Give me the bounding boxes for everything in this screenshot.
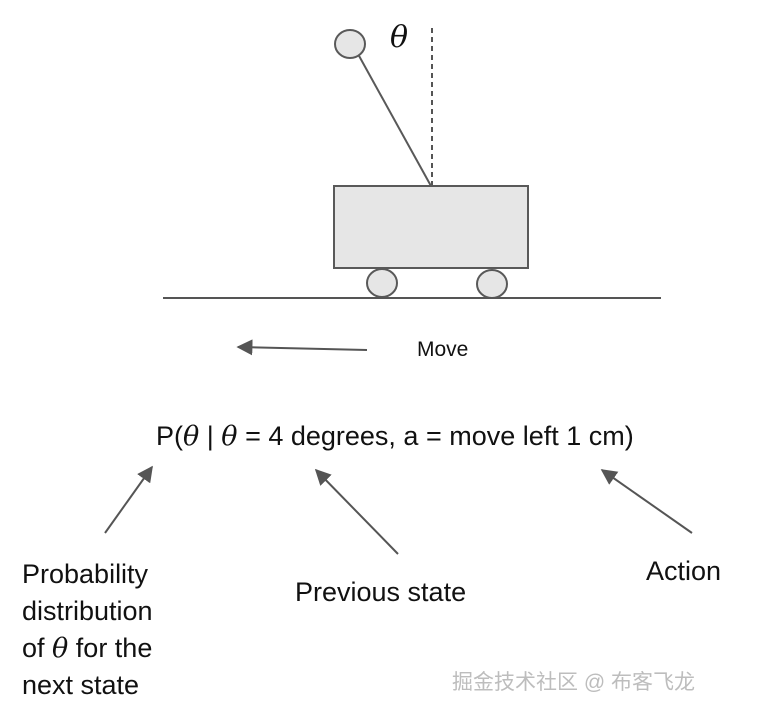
move-arrow [236,339,368,356]
formula-theta-next: θ [183,421,200,452]
action-arrow [600,469,693,534]
prob-theta: θ [52,633,69,664]
pole [357,53,432,187]
probability-distribution-label: Probability distribution of θ for the ne… [22,556,222,704]
move-label: Move [417,338,469,361]
watermark: 掘金技术社区 @ 布客飞龙 [452,671,695,694]
cart-body [333,185,529,269]
prob-line-2: distribution [22,596,153,626]
action-label: Action [646,556,722,586]
previous-state-label: Previous state [295,577,467,607]
probability-arrow [104,465,153,534]
prob-line-3-post: for the [68,633,153,663]
probability-formula: P(θ | θ = 4 degrees, a = move left 1 cm) [156,421,634,452]
prob-line-4: next state [22,670,140,700]
pole-ball [334,29,366,59]
cart-wheel-right [476,269,508,299]
formula-theta-prev: θ [221,421,238,452]
theta-angle-label: θ [390,20,409,55]
prob-line-1: Probability [22,559,149,589]
cart-wheel-left [366,268,398,298]
formula-prefix: P( [156,421,183,451]
prob-line-3: of θ for the [22,630,222,667]
previous-state-arrow [314,468,399,555]
formula-suffix: = 4 degrees, a = move left 1 cm) [237,421,634,451]
formula-separator: | [199,421,222,451]
prob-line-3-pre: of [22,633,53,663]
